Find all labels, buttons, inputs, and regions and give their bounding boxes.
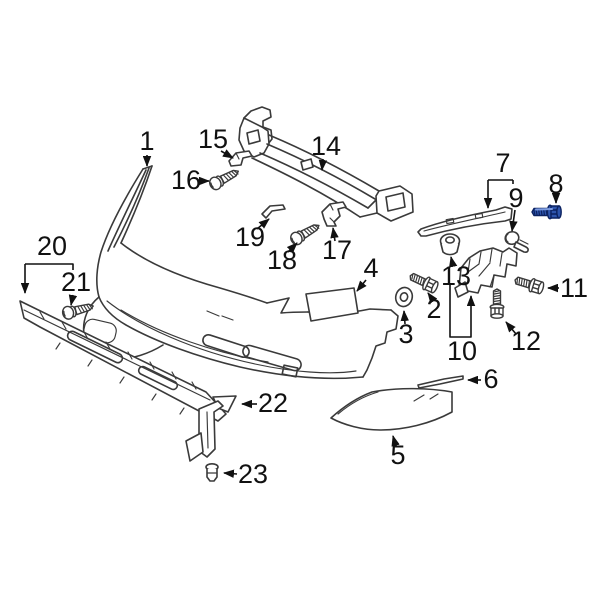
part-15-clip — [228, 150, 253, 167]
part-10-bracket — [454, 247, 518, 298]
callout-label-3[interactable]: 3 — [398, 319, 413, 349]
part-17-clip — [321, 201, 347, 227]
leader-14 — [318, 158, 328, 171]
callout-label-20[interactable]: 20 — [37, 231, 67, 261]
leader-4 — [356, 279, 367, 292]
callout-label-18[interactable]: 18 — [267, 245, 297, 275]
callout-label-8[interactable]: 8 — [548, 169, 563, 199]
part-6-reflector-strip — [417, 375, 464, 389]
part-4-pad — [305, 287, 359, 322]
leader-20-bracket — [25, 263, 74, 270]
callout-label-14[interactable]: 14 — [311, 131, 341, 161]
leader-12 — [505, 321, 517, 335]
callout-label-12[interactable]: 12 — [511, 326, 541, 356]
leader-21 — [68, 294, 78, 306]
leader-17 — [330, 227, 339, 242]
leader-15 — [220, 149, 234, 159]
callout-leaders — [20, 149, 561, 479]
part-8-bolt-highlighted[interactable] — [531, 204, 563, 220]
callout-labels: 1 2 3 4 5 6 7 8 9 10 11 12 13 14 15 16 1… — [37, 124, 588, 489]
part-7-side-rail — [417, 206, 513, 237]
part-3-grommet — [394, 286, 414, 308]
part-1-bumper-cover — [82, 165, 399, 380]
callout-label-17[interactable]: 17 — [322, 235, 352, 265]
leader-13 — [449, 256, 458, 268]
callout-label-13[interactable]: 13 — [441, 261, 471, 291]
callout-label-16[interactable]: 16 — [171, 165, 201, 195]
part-9-clip — [504, 230, 529, 253]
leader-23 — [223, 469, 238, 479]
callout-label-15[interactable]: 15 — [198, 124, 228, 154]
part-22-bracket — [185, 395, 237, 462]
callout-label-6[interactable]: 6 — [483, 364, 498, 394]
callout-label-23[interactable]: 23 — [238, 459, 268, 489]
part-13-nut — [439, 233, 461, 256]
leader-5 — [391, 435, 400, 448]
callout-label-19[interactable]: 19 — [235, 222, 265, 252]
leader-18 — [286, 242, 298, 254]
callout-label-4[interactable]: 4 — [363, 253, 378, 283]
callout-label-10[interactable]: 10 — [447, 336, 477, 366]
callout-label-11[interactable]: 11 — [560, 273, 588, 303]
leader-19 — [256, 218, 270, 230]
part-23-clip — [205, 462, 219, 482]
part-19-bracket-clip — [261, 204, 286, 219]
callout-label-9[interactable]: 9 — [508, 183, 523, 213]
callout-label-21[interactable]: 21 — [61, 267, 91, 297]
callout-label-1[interactable]: 1 — [139, 126, 154, 156]
leader-9 — [509, 209, 518, 232]
leader-7-bracket — [488, 179, 514, 184]
part-5-side-molding — [330, 387, 453, 431]
leader-10-bracket — [449, 283, 476, 338]
part-14-impact-bar — [238, 106, 414, 222]
callout-label-2[interactable]: 2 — [426, 294, 441, 324]
callout-label-5[interactable]: 5 — [390, 440, 405, 470]
leader-3 — [400, 310, 410, 325]
callout-label-7[interactable]: 7 — [495, 148, 510, 178]
callout-label-22[interactable]: 22 — [258, 388, 288, 418]
part-20-valance — [19, 300, 227, 422]
leader-2 — [427, 292, 438, 304]
